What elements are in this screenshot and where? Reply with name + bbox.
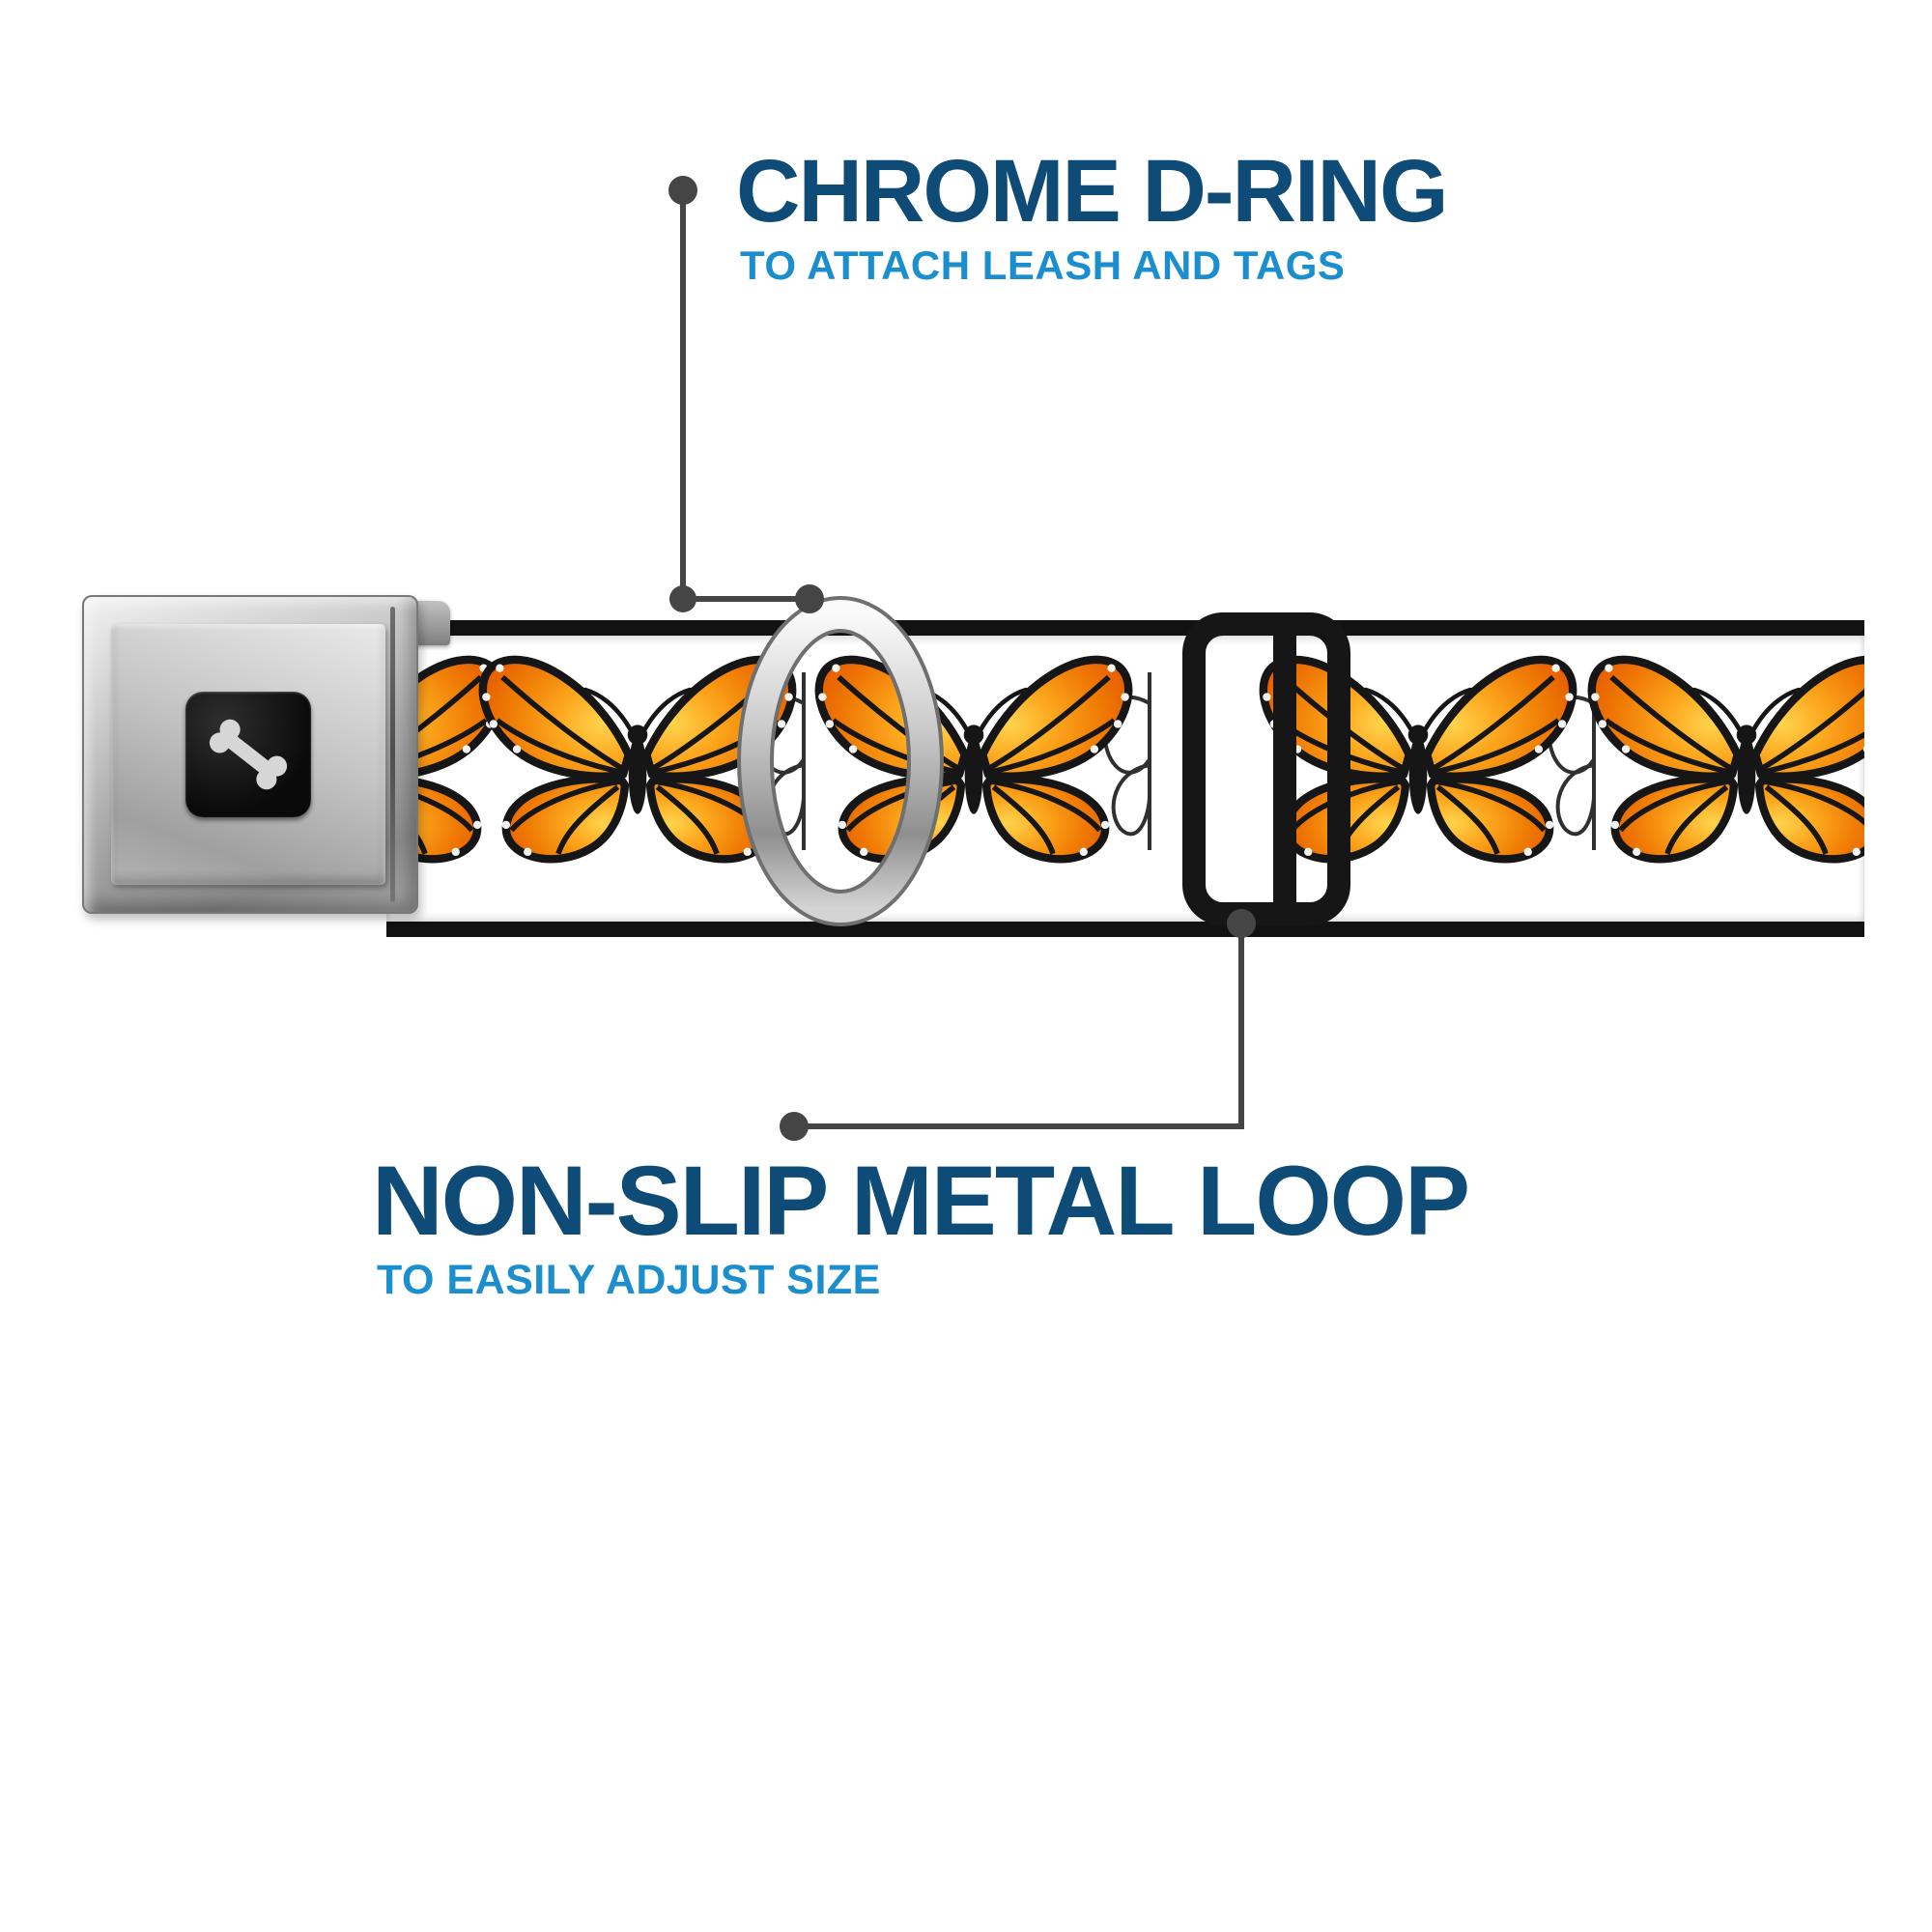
buckle-seam (390, 607, 395, 902)
connector-dot (669, 585, 696, 612)
callout-subtitle-metal-loop: TO EASILY ADJUST SIZE (377, 1257, 881, 1303)
callout-title-metal-loop: NON-SLIP METAL LOOP (372, 1146, 1470, 1256)
chrome-d-ring (737, 596, 944, 926)
callout-subtitle-d-ring: TO ATTACH LEASH AND TAGS (740, 242, 1346, 288)
collar-strap (386, 620, 1864, 937)
callout-title-d-ring: CHROME D-RING (736, 142, 1449, 241)
buckle-face (111, 624, 385, 885)
connector-dot (780, 1112, 809, 1141)
buckle-logo-plate (185, 692, 311, 817)
monarch-butterfly-icon (1584, 638, 1864, 890)
connector-line-metal-loop (794, 923, 1244, 1129)
seatbelt-buckle (82, 595, 418, 914)
metal-slide-loop (1182, 612, 1350, 925)
dog-bone-icon (209, 719, 288, 790)
connector-dot (668, 176, 697, 205)
